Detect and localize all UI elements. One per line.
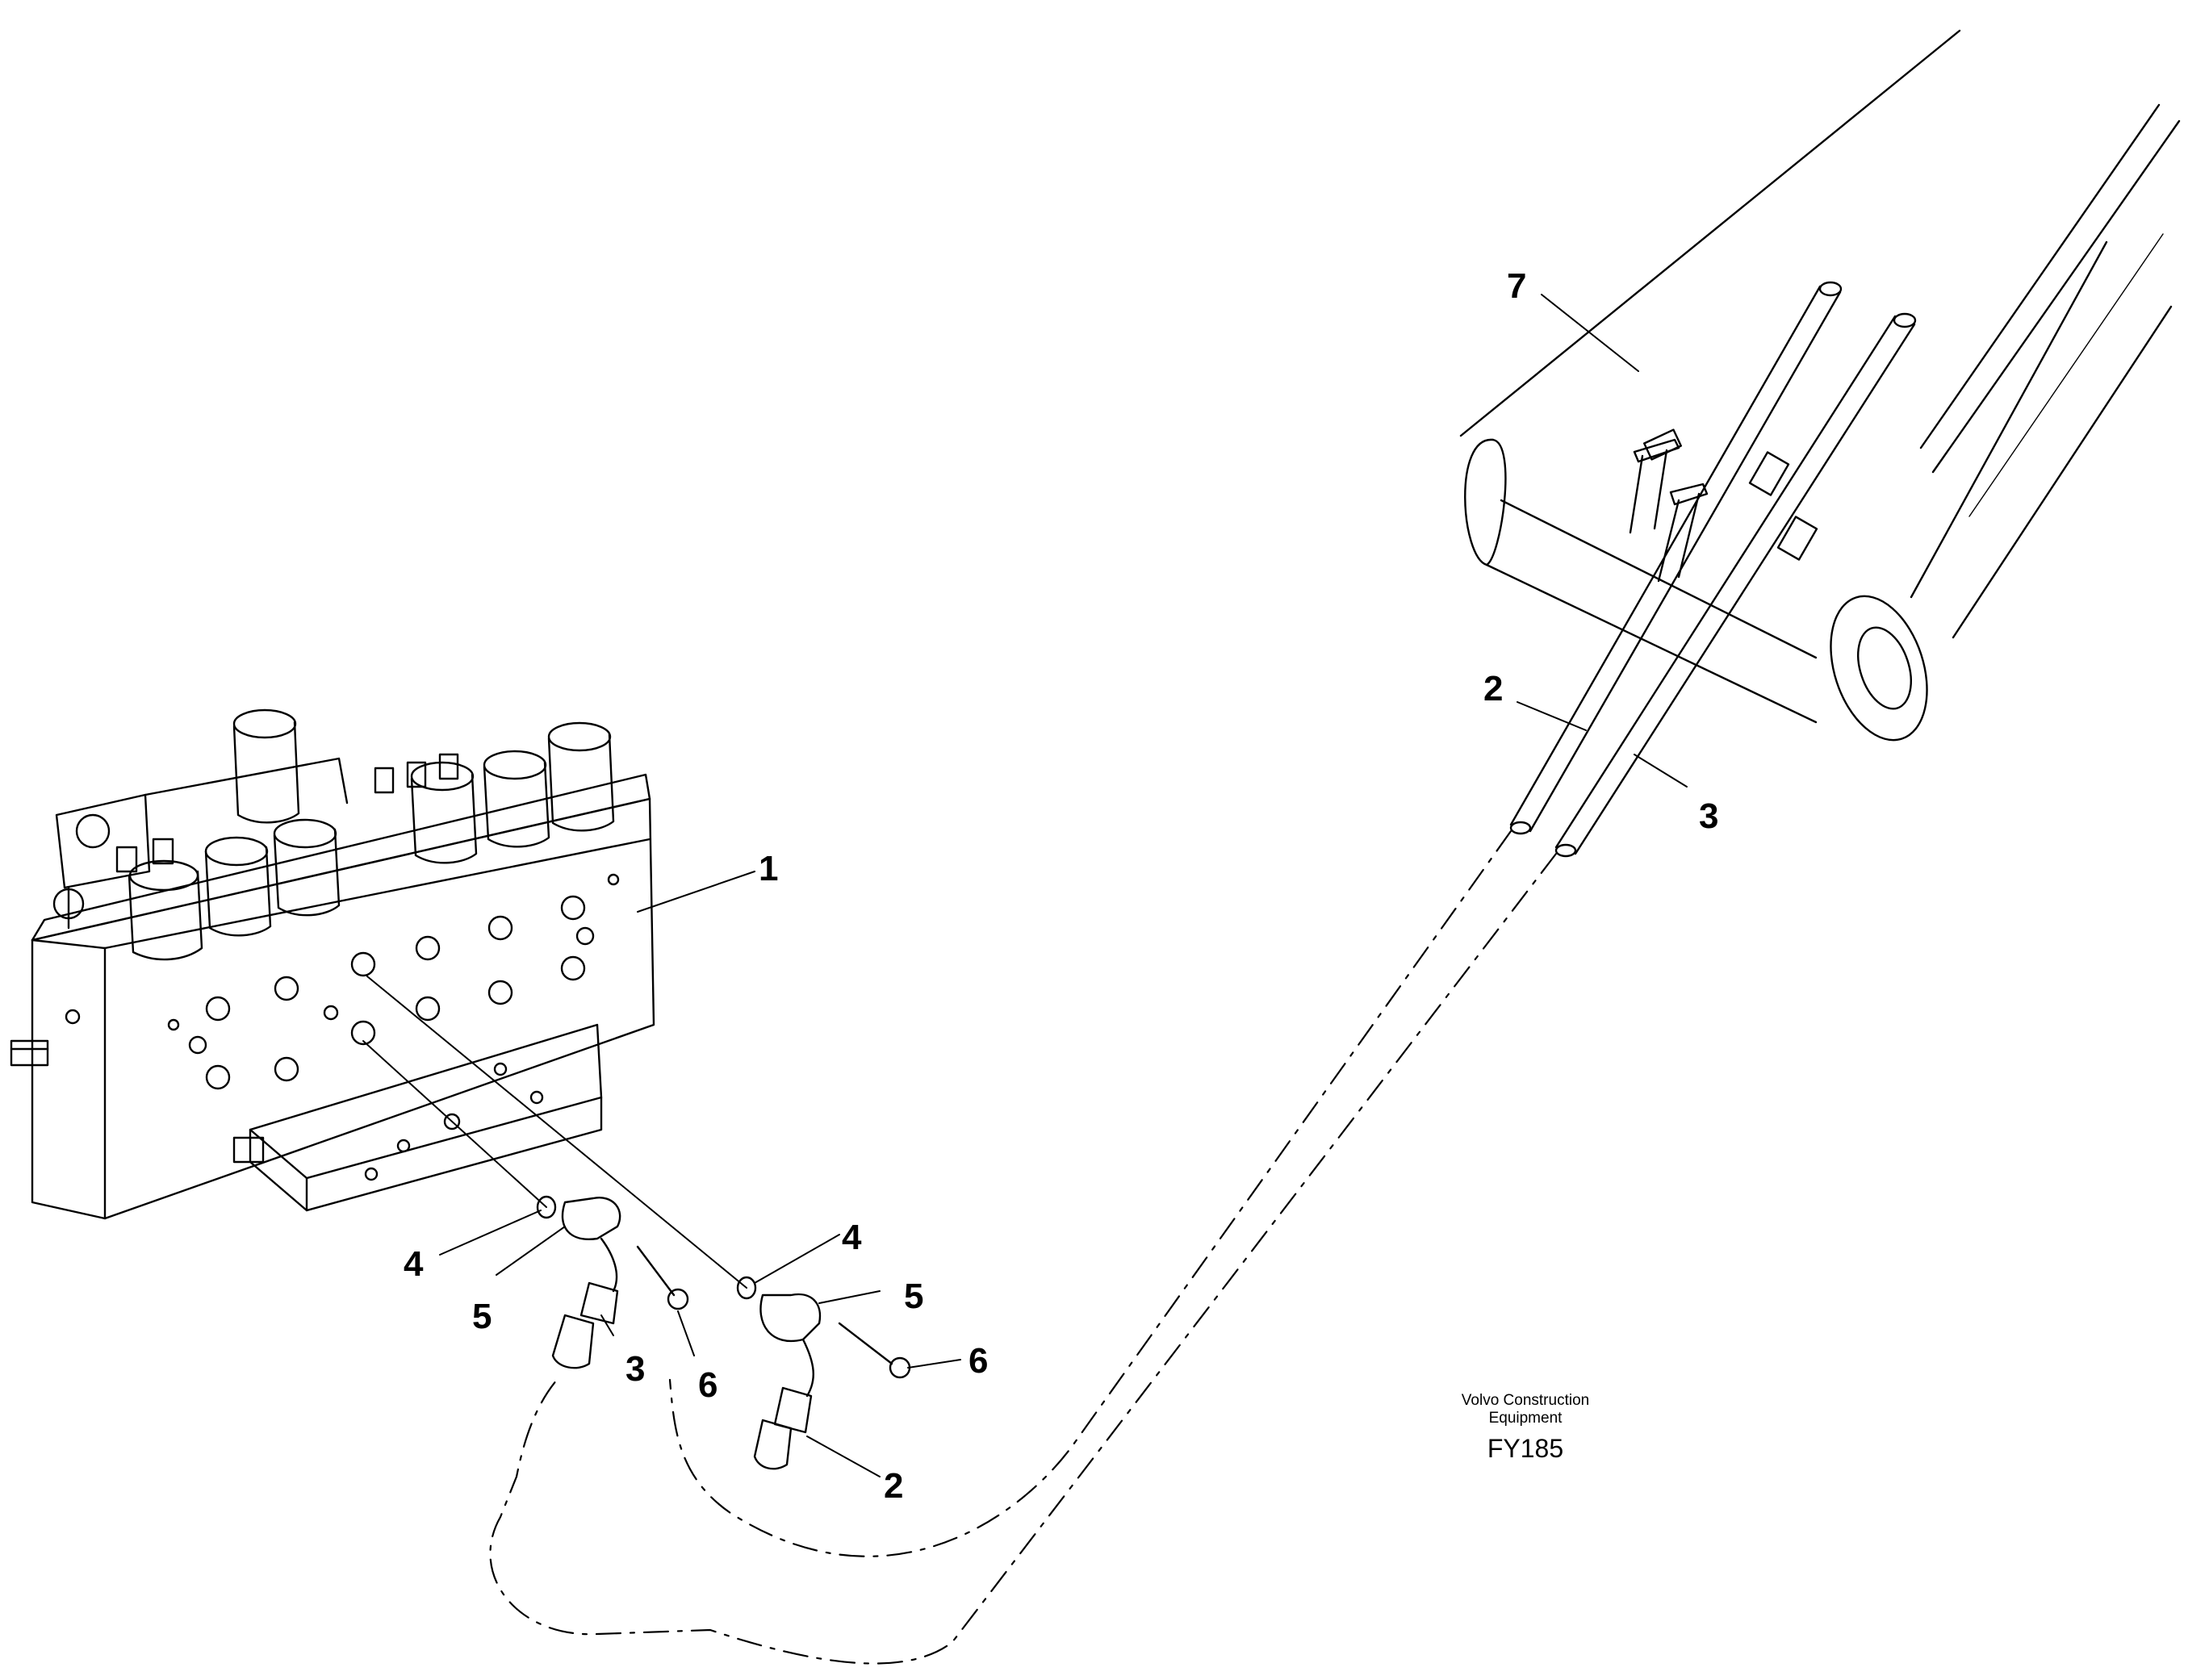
credit-line-2: Equipment — [1488, 1410, 1563, 1427]
figure-code: FY185 — [1487, 1434, 1564, 1463]
callout-2-top: 2 — [1483, 669, 1504, 708]
solenoid-coils — [115, 708, 615, 961]
callout-6-right: 6 — [969, 1341, 989, 1381]
callout-4-left: 4 — [404, 1244, 424, 1284]
fitting-assembly-left — [536, 1195, 689, 1369]
hose-routing — [489, 830, 1558, 1665]
callout-3-mid: 3 — [625, 1349, 646, 1389]
fitting-assembly-right — [736, 1276, 911, 1470]
hydraulic-pipes — [1509, 281, 1917, 858]
boom-arm — [1459, 29, 2181, 742]
publisher-credit: Volvo Construction Equipment FY185 — [1416, 1392, 1634, 1465]
callout-4-right: 4 — [842, 1218, 862, 1257]
callout-5-left: 5 — [472, 1297, 492, 1336]
callout-7: 7 — [1507, 266, 1527, 306]
credit-line-1: Volvo Construction — [1461, 1392, 1590, 1409]
callout-6-left: 6 — [698, 1365, 718, 1405]
callout-2-bottom: 2 — [884, 1466, 904, 1506]
control-valve-block — [10, 757, 655, 1220]
callout-1: 1 — [759, 849, 779, 888]
callout-5-right: 5 — [904, 1277, 924, 1316]
boom-fittings — [1629, 428, 1709, 583]
callout-3-top: 3 — [1699, 796, 1719, 836]
callout-leaders — [362, 294, 1688, 1477]
